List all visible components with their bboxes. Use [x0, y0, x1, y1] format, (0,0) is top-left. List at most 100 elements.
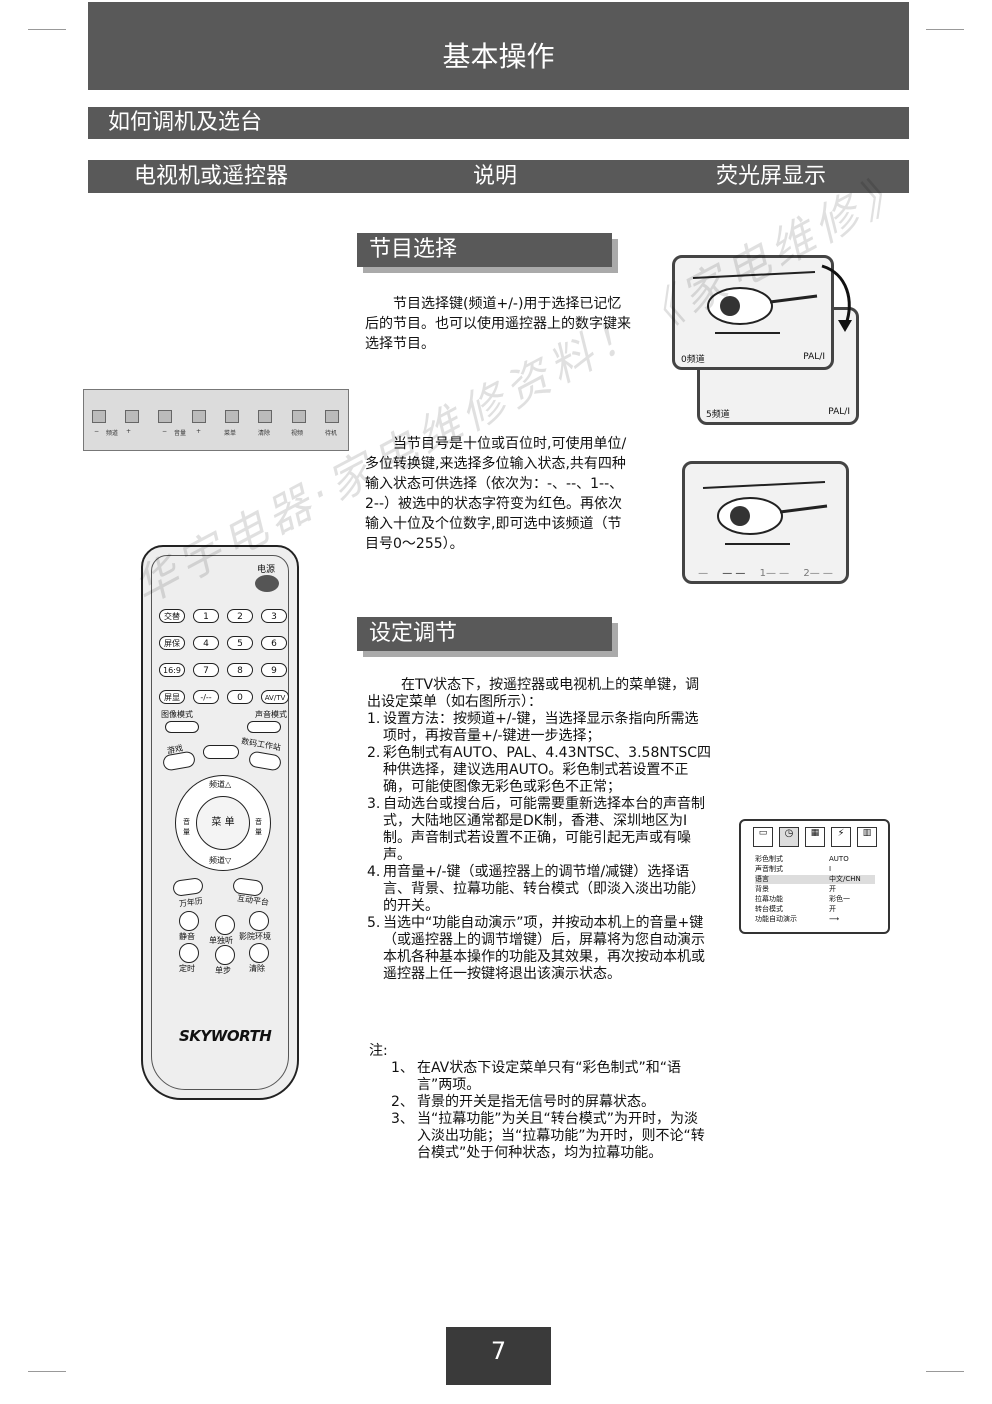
num-7-button[interactable]: 7: [193, 663, 219, 677]
panel-button[interactable]: [258, 410, 272, 423]
panel-label: 清除: [258, 430, 271, 437]
remote-control: 电源 交替 1 2 3 屏保 4 5 6 16:9 7 8 9 屏显 -/-- …: [141, 545, 299, 1100]
cinema-label: 影院环境: [239, 932, 271, 941]
num-1-button[interactable]: 1: [193, 609, 219, 623]
list-item: 4.用音量+/-键（或遥控器上的调节增/减键）选择语言、背景、拉幕功能、转台模式…: [367, 864, 705, 914]
screen-caption: 5频道 PAL/I: [706, 407, 850, 420]
menu-row[interactable]: 转台模式开: [755, 905, 836, 913]
section-subtitle: 如何调机及选台: [88, 107, 909, 139]
clear-button[interactable]: [249, 943, 269, 963]
paragraph-program-select: 节目选择键(频道+/-)用于选择已记忆后的节目。也可以使用遥控器上的数字键来选择…: [365, 296, 631, 352]
digit-state: 2— —: [803, 568, 833, 579]
timer-button[interactable]: [179, 943, 199, 963]
step-label: 单步: [215, 966, 231, 975]
channel-down-label: 频道▽: [209, 856, 232, 865]
remote-body: [151, 555, 289, 1090]
page-title: 基本操作: [88, 2, 909, 90]
menu-icon-bar: ▭ ◷ ▦ ⚡ ▥: [753, 827, 877, 847]
cinema-button[interactable]: [249, 911, 269, 931]
panel-button[interactable]: [225, 410, 239, 423]
step-button[interactable]: [215, 945, 235, 965]
tv-screen-digit-mode: — — — 1— — 2— —: [682, 461, 849, 584]
panel-button[interactable]: [158, 410, 172, 423]
crop-mark: [926, 1371, 964, 1372]
display-button[interactable]: 屏显: [159, 690, 185, 704]
panel-button[interactable]: [325, 410, 339, 423]
num-4-button[interactable]: 4: [193, 636, 219, 650]
panel-button[interactable]: [92, 410, 106, 423]
aspect-button[interactable]: 16:9: [159, 663, 185, 677]
panel-label: +: [196, 428, 202, 435]
channel-text: 5频道: [706, 410, 730, 420]
level-icon: ▥: [857, 827, 877, 847]
num-2-button[interactable]: 2: [227, 609, 253, 623]
single-listen-label: 单独听: [209, 936, 233, 945]
mute-label: 静音: [179, 932, 195, 941]
note-item: 1、在AV状态下设定菜单只有“彩色制式”和“语言”两项。: [391, 1060, 682, 1093]
menu-button[interactable]: 菜 单: [196, 796, 250, 850]
settings-list: 在TV状态下，按遥控器或电视机上的菜单键，调出设定菜单（如右图所示）： 1.设置…: [367, 677, 712, 983]
num-5-button[interactable]: 5: [227, 636, 253, 650]
column-header-bar: 电视机或遥控器 说明 荧光屏显示: [88, 160, 909, 193]
mute-button[interactable]: [179, 911, 199, 931]
brand-logo: SKYWORTH: [179, 1027, 272, 1045]
list-item: 3.自动选台或搜台后，可能需要重新选择本台的声音制式，大陆地区通常都是DK制，香…: [367, 796, 705, 863]
section-heading-settings: 设定调节: [357, 617, 612, 651]
clock-icon: ◷: [779, 827, 799, 847]
crop-mark: [28, 29, 66, 30]
settings-intro: 在TV状态下，按遥控器或电视机上的菜单键，调出设定菜单（如右图所示）：: [367, 677, 700, 710]
helicopter-image: [702, 481, 828, 545]
paragraph-multi-digit: 当节目号是十位或百位时,可使用单位/多位转换键,来选择多位输入状态,共有四种输入…: [365, 436, 627, 552]
panel-label: −: [162, 428, 168, 435]
power-label: 电源: [257, 565, 276, 575]
system-text: PAL/I: [828, 407, 850, 417]
page-number: 7: [446, 1327, 551, 1385]
menu-row[interactable]: 拉幕功能彩色一: [755, 895, 850, 903]
sound-mode-button[interactable]: [247, 721, 281, 733]
panel-label: 待机: [325, 430, 338, 437]
digit-mode-button[interactable]: -/--: [193, 690, 219, 704]
num-9-button[interactable]: 9: [261, 663, 287, 677]
panel-label: 频道: [106, 430, 119, 437]
helicopter-image: [692, 271, 818, 334]
picture-mode-button[interactable]: [165, 721, 199, 733]
panel-button[interactable]: [292, 410, 306, 423]
num-8-button[interactable]: 8: [227, 663, 253, 677]
picture-mode-label: 图像模式: [161, 710, 193, 719]
panel-label: 菜单: [224, 430, 237, 437]
num-0-button[interactable]: 0: [227, 690, 253, 704]
panel-button[interactable]: [125, 410, 139, 423]
panel-button[interactable]: [192, 410, 206, 423]
panel-label: 音量: [174, 430, 187, 437]
tv-front-panel: − 频道 + − 音量 + 菜单 清除 视频 待机: [83, 389, 349, 451]
center-button[interactable]: [203, 745, 239, 759]
screensaver-button[interactable]: 屏保: [159, 636, 185, 650]
menu-row-selected[interactable]: 语言中文/CHN: [755, 875, 875, 884]
channel-up-label: 频道△: [209, 780, 232, 789]
note-item: 2、背景的开关是指无信号时的屏幕状态。: [391, 1094, 655, 1110]
swap-button[interactable]: 交替: [159, 609, 185, 623]
volume-down-label: 音量: [183, 818, 190, 836]
num-3-button[interactable]: 3: [261, 609, 287, 623]
notes: 注: 1、在AV状态下设定菜单只有“彩色制式”和“语言”两项。 2、背景的开关是…: [369, 1043, 709, 1162]
list-item: 2.彩色制式有AUTO、PAL、4.43NTSC、3.58NTSC四种供选择，建…: [367, 745, 712, 795]
num-6-button[interactable]: 6: [261, 636, 287, 650]
panel-label: 视频: [291, 430, 304, 437]
power-button[interactable]: [255, 575, 279, 592]
single-listen-button[interactable]: [215, 915, 235, 935]
menu-row[interactable]: 功能自动演示⟶: [755, 915, 840, 923]
antenna-icon: ⚡: [831, 827, 851, 847]
timer-label: 定时: [179, 964, 195, 973]
list-item: 5.当选中“功能自动演示”项，并按动本机上的音量+键（或遥控器上的调节增键）后，…: [367, 915, 705, 982]
av-tv-button[interactable]: AV/TV: [261, 690, 289, 704]
volume-up-label: 音量: [255, 818, 262, 836]
sound-mode-label: 声音模式: [255, 710, 287, 719]
system-text: PAL/I: [803, 352, 825, 362]
menu-row[interactable]: 背景开: [755, 885, 836, 893]
digit-mode-states: — — — 1— — 2— —: [691, 568, 840, 579]
picture-icon: ▦: [805, 827, 825, 847]
channel-text: 0频道: [681, 355, 705, 365]
